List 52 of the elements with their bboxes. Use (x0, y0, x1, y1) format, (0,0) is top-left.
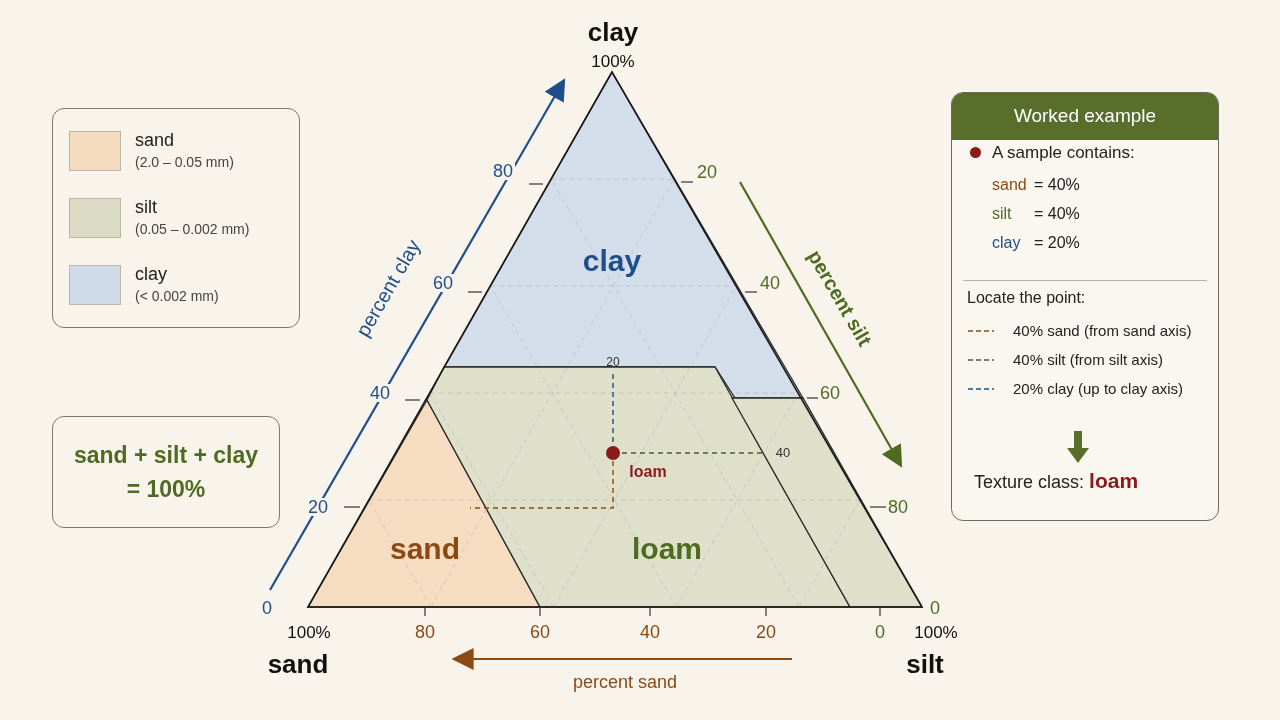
tick-label: 20 (756, 623, 776, 641)
component-name: clay (992, 233, 1021, 253)
step-text: 40% sand (from sand axis) (1013, 320, 1192, 341)
percent-label: 100% (287, 623, 331, 641)
step-text: 40% silt (from silt axis) (1013, 349, 1164, 370)
point-label: loam (629, 464, 667, 480)
tick-label: 60 (530, 623, 550, 641)
tick-label: 0 (262, 599, 272, 617)
component-name: sand (992, 175, 1027, 195)
tick-label: 20 (695, 163, 719, 181)
tick-label: 80 (491, 162, 515, 180)
vertex-label: clay (587, 19, 639, 45)
legend-label: (< 0.002 mm) (135, 287, 219, 305)
tick-label: 40 (368, 384, 392, 402)
tick-label: 60 (431, 274, 455, 292)
worked-example-panel (951, 92, 1219, 521)
vertex-label: sand (267, 651, 329, 677)
tick-label: 20 (306, 498, 330, 516)
region-label: loam (632, 530, 702, 567)
texture-region (308, 400, 540, 607)
legend-label: clay (135, 263, 167, 285)
tick-label: 0 (875, 623, 885, 641)
component-value: = 40% (1034, 204, 1080, 224)
step-text: Locate the point: (967, 288, 1086, 308)
region-label: sand (390, 530, 460, 567)
legend-label: sand (135, 129, 175, 151)
formula-box (52, 416, 280, 528)
tick-label: 40 (758, 274, 782, 292)
component-name: silt (992, 204, 1012, 224)
tick-label: 0 (930, 599, 940, 617)
result-text: Texture class: loam (974, 468, 1139, 495)
component-value: = 20% (1034, 233, 1080, 253)
tick-label: 60 (818, 384, 842, 402)
formula-text: sand + silt + clay = 100% (72, 441, 260, 504)
percent-label: 100% (914, 623, 958, 641)
region-label: clay (582, 242, 642, 279)
panel-heading: Worked example (952, 93, 1218, 140)
axis-title: percent sand (572, 673, 678, 691)
step-text: 20% clay (up to clay axis) (1013, 378, 1184, 399)
legend-label: (2.0 – 0.05 mm) (135, 153, 234, 171)
tick-label: 40 (640, 623, 660, 641)
tick-label: 80 (415, 623, 435, 641)
texture-region (732, 398, 922, 607)
percent-label: 100% (591, 52, 635, 70)
legend-label: silt (135, 196, 157, 218)
tick-label: 40 (775, 445, 791, 459)
component-value: = 40% (1034, 175, 1080, 195)
legend-label: (0.05 – 0.002 mm) (135, 220, 250, 238)
tick-label: 20 (606, 356, 620, 368)
vertex-label: silt (906, 651, 944, 677)
tick-label: 80 (886, 498, 910, 516)
step-text: A sample contains: (992, 142, 1135, 165)
